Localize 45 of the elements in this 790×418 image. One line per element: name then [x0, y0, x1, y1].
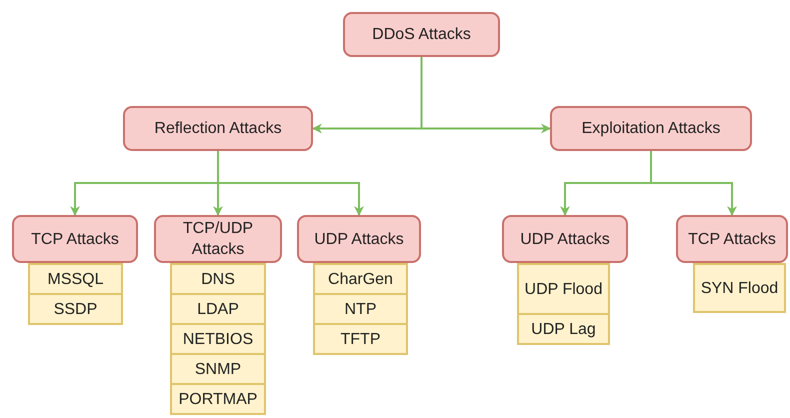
arrow — [650, 151, 737, 216]
node-label: UDP Attacks — [314, 230, 404, 250]
arrow — [420, 57, 551, 134]
node-label: UDP Lag — [531, 320, 596, 340]
category-box — [123, 106, 313, 151]
category-box — [154, 215, 282, 263]
node-label: PORTMAP — [178, 390, 258, 410]
node-label: MSSQL — [47, 270, 104, 290]
node-label: NTP — [344, 300, 376, 320]
protocol-box — [170, 383, 266, 415]
arrow — [217, 151, 364, 216]
category-box — [343, 12, 500, 57]
node-label: TCP Attacks — [31, 230, 119, 250]
protocol-box — [170, 263, 266, 295]
protocol-box — [517, 313, 610, 345]
protocol-box — [170, 353, 266, 385]
node-label: DDoS Attacks — [372, 25, 471, 45]
category-box — [676, 215, 788, 263]
category-box — [297, 215, 421, 263]
node-label: TFTP — [340, 330, 380, 350]
node-label: Exploitation Attacks — [582, 119, 720, 139]
protocol-box — [313, 263, 408, 295]
node-label: UDP Attacks — [520, 230, 610, 250]
node-label: SYN Flood — [700, 278, 778, 298]
protocol-box — [28, 293, 123, 325]
protocol-box — [170, 293, 266, 325]
node-label: NETBIOS — [182, 330, 254, 350]
protocol-box — [313, 323, 408, 355]
node-label: LDAP — [197, 300, 239, 320]
node-label: SNMP — [194, 360, 242, 380]
protocol-box — [693, 263, 786, 313]
node-label: TCP/UDP Attacks — [182, 219, 254, 260]
node-label: UDP Flood — [524, 280, 602, 300]
protocol-box — [517, 263, 610, 315]
category-box — [502, 215, 628, 263]
category-box — [12, 215, 138, 263]
protocol-box — [170, 323, 266, 355]
node-label: SSDP — [54, 300, 98, 320]
protocol-box — [28, 263, 123, 295]
category-box — [550, 106, 752, 151]
protocol-box — [313, 293, 408, 325]
node-label: Reflection Attacks — [154, 119, 282, 139]
node-label: DNS — [201, 270, 235, 290]
node-label: CharGen — [328, 270, 393, 290]
node-label: TCP Attacks — [688, 230, 776, 250]
